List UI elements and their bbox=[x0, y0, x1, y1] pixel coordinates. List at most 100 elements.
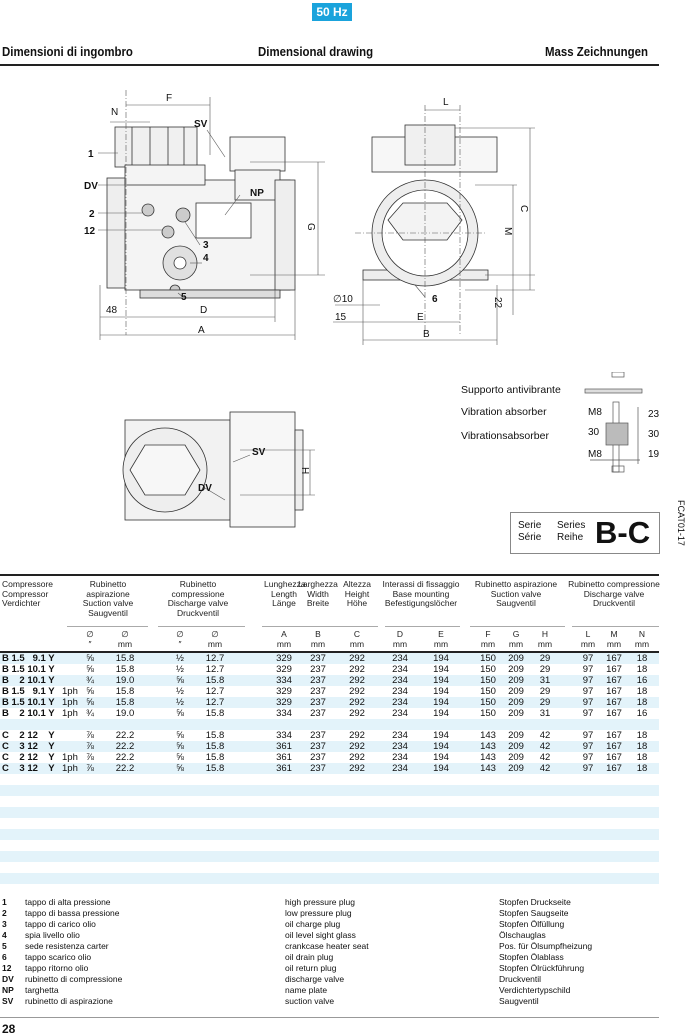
cell-value: 15.8 bbox=[205, 741, 225, 752]
header-line: Compressor bbox=[2, 588, 49, 599]
header-line: Rubinetto aspirazione bbox=[86, 579, 130, 599]
cell-value: 329 bbox=[276, 653, 292, 664]
model-name: C 3 12 Y bbox=[2, 763, 55, 774]
cell-value: 167 bbox=[606, 741, 622, 752]
cell-value: 22.2 bbox=[115, 741, 135, 752]
table-row bbox=[0, 774, 659, 785]
cell-value: 29 bbox=[539, 664, 551, 675]
cell-value: 292 bbox=[349, 697, 365, 708]
legend-italian: rubinetto di aspirazione bbox=[25, 996, 113, 1006]
legend-german: Saugventil bbox=[499, 996, 539, 1006]
header-line: Suction valve bbox=[82, 598, 134, 608]
table-top-rule bbox=[0, 574, 659, 576]
cell-value: 31 bbox=[539, 708, 551, 719]
dim-a: A bbox=[198, 325, 205, 336]
group-underline bbox=[262, 626, 378, 627]
reihe-de: Reihe bbox=[557, 532, 584, 543]
series-en: Series bbox=[557, 520, 586, 531]
subheader-symbol: B bbox=[315, 629, 321, 639]
label-dv-top: DV bbox=[198, 483, 212, 494]
label-sv-top: SV bbox=[252, 447, 266, 458]
m8-bottom: M8 bbox=[588, 449, 602, 460]
legend-number: NP bbox=[2, 985, 14, 995]
cell-value: 292 bbox=[349, 730, 365, 741]
model-name: B 1.5 10.1 Y bbox=[2, 664, 55, 675]
model-name: C 3 12 Y bbox=[2, 741, 55, 752]
legend-number: 2 bbox=[2, 908, 7, 918]
cell-value: ⅝ bbox=[176, 675, 184, 686]
dim-e: E bbox=[417, 312, 424, 323]
subheader-symbol: M bbox=[610, 629, 618, 639]
cell-value: 18 bbox=[636, 697, 648, 708]
legend-number: 6 bbox=[2, 952, 7, 962]
legend-number: SV bbox=[2, 996, 14, 1006]
cell-value: 42 bbox=[539, 752, 551, 763]
cell-value: 237 bbox=[310, 686, 326, 697]
legend-english: high pressure plug bbox=[285, 897, 355, 907]
cell-value: 15.8 bbox=[205, 730, 225, 741]
group-underline bbox=[158, 626, 245, 627]
legend-english: oil level sight glass bbox=[285, 930, 356, 940]
cell-value: 15.8 bbox=[205, 708, 225, 719]
subheader-symbol: ∅ bbox=[121, 629, 129, 639]
cell-value: 209 bbox=[508, 686, 524, 697]
cell-value: 234 bbox=[392, 653, 408, 664]
legend-english: oil return plug bbox=[285, 963, 337, 973]
cell-value: 361 bbox=[276, 741, 292, 752]
phase: 1ph bbox=[62, 763, 78, 774]
cell-value: 234 bbox=[392, 730, 408, 741]
frequency-badge: 50 Hz bbox=[312, 3, 352, 21]
cell-value: 42 bbox=[539, 730, 551, 741]
cell-value: ¾ bbox=[86, 675, 94, 686]
cell-value: 237 bbox=[310, 730, 326, 741]
cell-value: 237 bbox=[310, 675, 326, 686]
cell-value: 15.8 bbox=[115, 653, 135, 664]
cell-value: 19.0 bbox=[115, 675, 135, 686]
series-box: Serie Série Series Reihe B-C bbox=[510, 512, 660, 554]
label-6: 6 bbox=[432, 294, 438, 305]
table-row bbox=[0, 807, 659, 818]
cell-value: 18 bbox=[636, 730, 648, 741]
subheader: ∅″ bbox=[75, 629, 105, 649]
dim-23: 23 bbox=[648, 409, 660, 420]
subheader: ∅mm bbox=[110, 629, 140, 649]
cell-value: 329 bbox=[276, 686, 292, 697]
title-italian: Dimensioni di ingombro bbox=[2, 44, 133, 59]
table-row bbox=[0, 818, 659, 829]
cell-value: 194 bbox=[433, 653, 449, 664]
subheader-unit: mm bbox=[117, 638, 133, 649]
table-row bbox=[0, 785, 659, 796]
legend-english: oil charge plug bbox=[285, 919, 341, 929]
header-line: Rubinetto compressione bbox=[568, 579, 660, 589]
cell-value: 292 bbox=[349, 664, 365, 675]
cell-value: 361 bbox=[276, 763, 292, 774]
table-row bbox=[0, 796, 659, 807]
subheader-symbol: H bbox=[541, 629, 549, 639]
cell-value: 234 bbox=[392, 675, 408, 686]
cell-value: 16 bbox=[636, 708, 648, 719]
subheader-symbol: F bbox=[485, 629, 491, 639]
cell-value: 361 bbox=[276, 752, 292, 763]
legend-german: Pos. für Ölsumpfheizung bbox=[499, 941, 593, 951]
side-view-drawing: N F SV 1 DV NP 2 12 3 4 5 48 D A G bbox=[84, 90, 325, 340]
table-row bbox=[0, 862, 659, 873]
cell-value: 234 bbox=[392, 664, 408, 675]
model-name: B 1.5 10.1 Y bbox=[2, 697, 55, 708]
cell-value: 29 bbox=[539, 653, 551, 664]
legend-english: suction valve bbox=[285, 996, 335, 1006]
dim-48: 48 bbox=[106, 305, 118, 316]
series-code: B-C bbox=[595, 515, 651, 550]
cell-value: 97 bbox=[582, 708, 594, 719]
cell-value: 292 bbox=[349, 675, 365, 686]
phase: 1ph bbox=[62, 697, 78, 708]
header-line: Länge bbox=[272, 598, 296, 608]
cell-value: 97 bbox=[582, 664, 594, 675]
